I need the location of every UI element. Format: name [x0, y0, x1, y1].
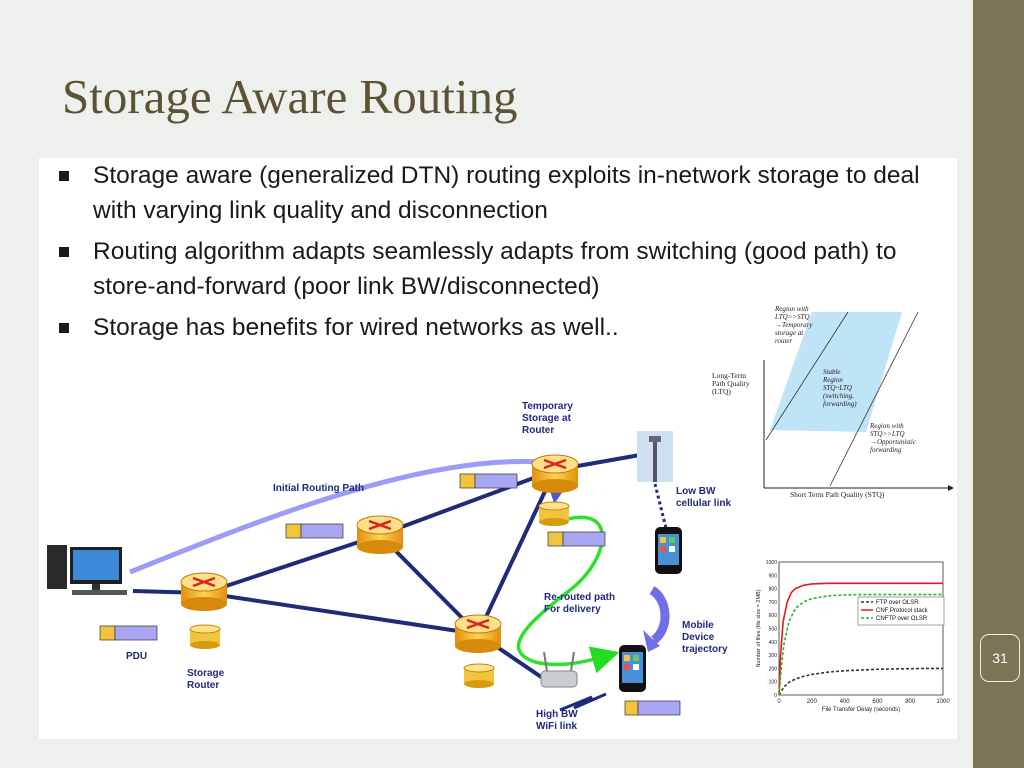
y-tick-label: 300: [769, 653, 778, 659]
smartphone-icon: [619, 645, 646, 692]
high-bw-label: High BW WiFi link: [536, 709, 578, 732]
mobile-device-label: Mobile Device trajectory: [682, 620, 728, 655]
trajectory-arrow-icon: [649, 586, 670, 644]
router-icon: [531, 454, 579, 493]
temporary-storage-label: Temporary Storage at Router: [522, 401, 573, 436]
bullet-square-icon: [59, 323, 69, 333]
storage-router-label: Storage Router: [187, 668, 225, 691]
initial-routing-path-label: Initial Routing Path: [273, 483, 365, 494]
page-number: 31: [992, 650, 1008, 666]
delay-chart: 0 200 400 600 800 1000 0 100 200 300 400 500 600 700 8…: [748, 555, 950, 715]
x-tick-label: 800: [905, 699, 916, 705]
y-axis-label: Number of files (file size = 2MB): [756, 589, 762, 667]
smartphone-icon: [655, 527, 682, 574]
page-number-badge: 31: [980, 634, 1020, 682]
y-tick-label: 700: [769, 600, 778, 606]
packet-icon: [99, 625, 158, 641]
bullet-item: Storage aware (generalized DTN) routing …: [59, 158, 939, 228]
rerouted-path: [516, 515, 620, 674]
y-tick-label: 400: [769, 640, 778, 646]
bullet-list: Storage aware (generalized DTN) routing …: [59, 158, 939, 351]
series-line: [778, 582, 943, 696]
x-tick-label: 0: [777, 699, 781, 705]
x-tick-label: 600: [872, 699, 883, 705]
cellular-link: [653, 483, 668, 529]
router-icon: [180, 572, 228, 611]
y-tick-label: 1000: [766, 560, 777, 566]
slide-title: Storage Aware Routing: [62, 69, 518, 124]
legend-entry: CNFTP over OLSR: [876, 616, 928, 622]
initial-routing-path: [129, 458, 541, 575]
bullet-text: Storage has benefits for wired networks …: [93, 314, 619, 341]
bullet-text: Routing algorithm adapts seamlessly adap…: [93, 238, 897, 300]
y-tick-label: 800: [769, 587, 778, 593]
x-axis-label: File Transfer Delay (seconds): [822, 707, 900, 713]
x-tick-label: 400: [840, 699, 851, 705]
low-bw-label: Low BW cellular link: [676, 486, 732, 509]
bullet-text: Storage aware (generalized DTN) routing …: [93, 162, 920, 224]
router-icon: [356, 515, 404, 554]
legend-entry: FTP over OLSR: [876, 600, 919, 606]
bullet-item: Routing algorithm adapts seamlessly adap…: [59, 234, 939, 304]
plot-area: [778, 561, 944, 696]
y-tick-label: 0: [774, 693, 777, 699]
network-links: [132, 453, 641, 685]
wifi-link: [559, 692, 607, 712]
series-line: [778, 667, 943, 696]
legend-entry: CNF Protocol stack: [876, 608, 929, 614]
y-tick-label: 100: [769, 680, 778, 686]
y-tick-label: 200: [769, 666, 778, 672]
router-icon: [454, 614, 502, 653]
bullet-item: Storage has benefits for wired networks …: [59, 310, 939, 345]
rerouted-path-label: Re-routed path For delivery: [544, 592, 616, 615]
storage-cylinder-icon: [463, 663, 495, 688]
wifi-access-point-icon: [540, 651, 578, 688]
packet-icon: [624, 700, 681, 716]
bullet-square-icon: [59, 171, 69, 181]
x-tick-label: 1000: [936, 699, 950, 705]
region-chart: [710, 300, 955, 500]
bullet-square-icon: [59, 247, 69, 257]
storage-cylinder-icon: [189, 624, 221, 649]
y-tick-label: 500: [769, 627, 778, 633]
y-tick-label: 600: [769, 613, 778, 619]
packet-icon: [547, 531, 606, 547]
desktop-computer-icon: [47, 545, 127, 595]
pdu-label: PDU: [126, 651, 148, 662]
packet-icon: [285, 523, 344, 539]
y-tick-label: 900: [769, 573, 778, 579]
storage-cylinder-icon: [538, 501, 570, 526]
x-tick-label: 200: [807, 699, 818, 705]
cell-tower-icon: [637, 431, 673, 482]
packet-icon: [459, 473, 518, 489]
series-line: [778, 593, 943, 696]
region-x-axis-label: Short Term Path Quality (STQ): [790, 490, 885, 499]
